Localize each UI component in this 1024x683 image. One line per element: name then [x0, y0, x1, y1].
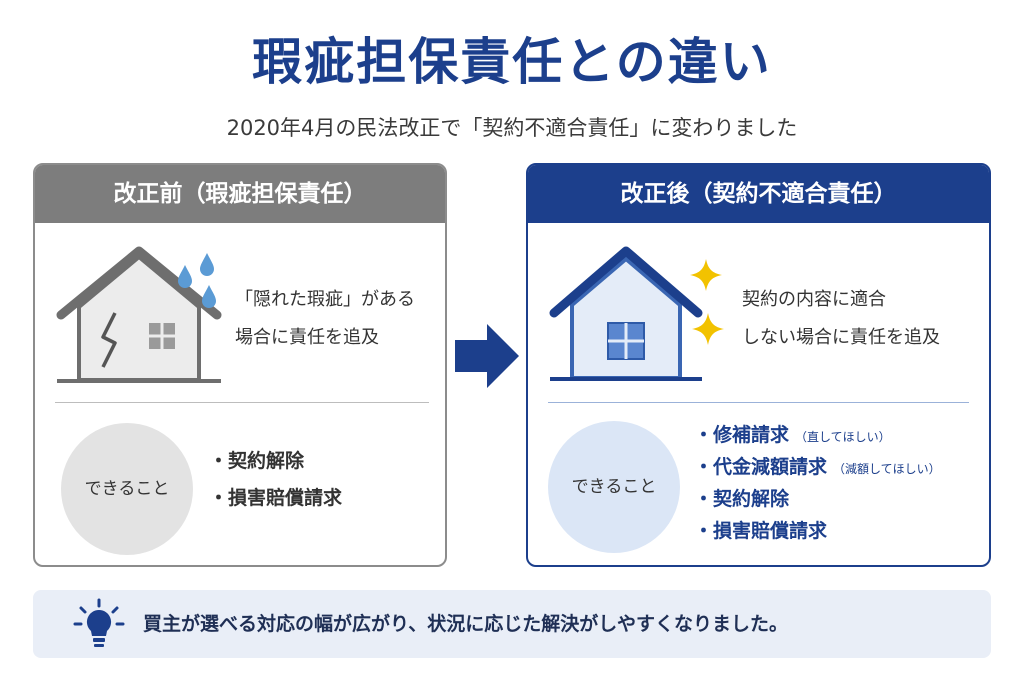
- before-item: ・契約解除: [209, 443, 342, 480]
- after-description: 契約の内容に適合 しない場合に責任を追及: [742, 281, 940, 357]
- lightbulb-icon: [73, 598, 125, 647]
- after-item-label: ・損害賠償請求: [694, 520, 828, 542]
- before-divider: [55, 402, 429, 403]
- before-item: ・損害賠償請求: [209, 480, 342, 517]
- before-header: 改正前（瑕疵担保責任）: [35, 165, 445, 223]
- before-panel: 改正前（瑕疵担保責任） 「隠れた瑕疵」がある 場合に責任を追及 できること ・契…: [33, 163, 447, 567]
- raindrops-icon: [178, 253, 216, 308]
- after-item-note: （直してほしい）: [795, 430, 891, 444]
- after-can-label: できること: [571, 477, 657, 497]
- after-item-note: （減額してほしい）: [833, 462, 941, 476]
- right-arrow-icon: [455, 324, 519, 388]
- after-divider: [548, 402, 969, 403]
- after-can-list: ・修補請求 （直してほしい） ・代金減額請求 （減額してほしい） ・契約解除 ・損害…: [694, 419, 941, 547]
- after-item: ・損害賠償請求: [694, 515, 941, 547]
- page-subtitle: 2020年4月の民法改正で「契約不適合責任」に変わりました: [226, 116, 798, 140]
- cracked-house-icon: [56, 246, 222, 383]
- after-item: ・修補請求 （直してほしい）: [694, 419, 941, 451]
- before-description: 「隠れた瑕疵」がある 場合に責任を追及: [235, 281, 415, 357]
- before-item-label: ・損害賠償請求: [209, 487, 343, 509]
- after-description-line-2: しない場合に責任を追及: [742, 327, 940, 348]
- footer-banner: 買主が選べる対応の幅が広がり、状況に応じた解決がしやすくなりました。: [33, 590, 991, 658]
- after-item: ・契約解除: [694, 483, 941, 515]
- after-can-circle: できること: [548, 421, 680, 553]
- house-icon: [549, 246, 703, 381]
- before-item-label: ・契約解除: [209, 450, 305, 472]
- page-title: 瑕疵担保責任との違い: [252, 33, 772, 91]
- before-can-list: ・契約解除 ・損害賠償請求: [209, 443, 342, 517]
- after-item-label: ・契約解除: [694, 488, 790, 510]
- after-item-label: ・修補請求: [694, 424, 790, 446]
- after-panel: 改正後（契約不適合責任） 契約の内容に適合 しない場合に責任を追及 できること …: [526, 163, 991, 567]
- after-item: ・代金減額請求 （減額してほしい）: [694, 451, 941, 483]
- after-header: 改正後（契約不適合責任）: [528, 165, 989, 223]
- before-can-label: できること: [84, 479, 170, 499]
- before-can-circle: できること: [61, 423, 193, 555]
- footer-text: 買主が選べる対応の幅が広がり、状況に応じた解決がしやすくなりました。: [143, 613, 789, 635]
- after-description-line-1: 契約の内容に適合: [742, 289, 886, 310]
- before-description-line-2: 場合に責任を追及: [235, 327, 379, 348]
- sparkle-icon: [690, 259, 724, 345]
- after-item-label: ・代金減額請求: [694, 456, 828, 478]
- before-description-line-1: 「隠れた瑕疵」がある: [235, 289, 415, 310]
